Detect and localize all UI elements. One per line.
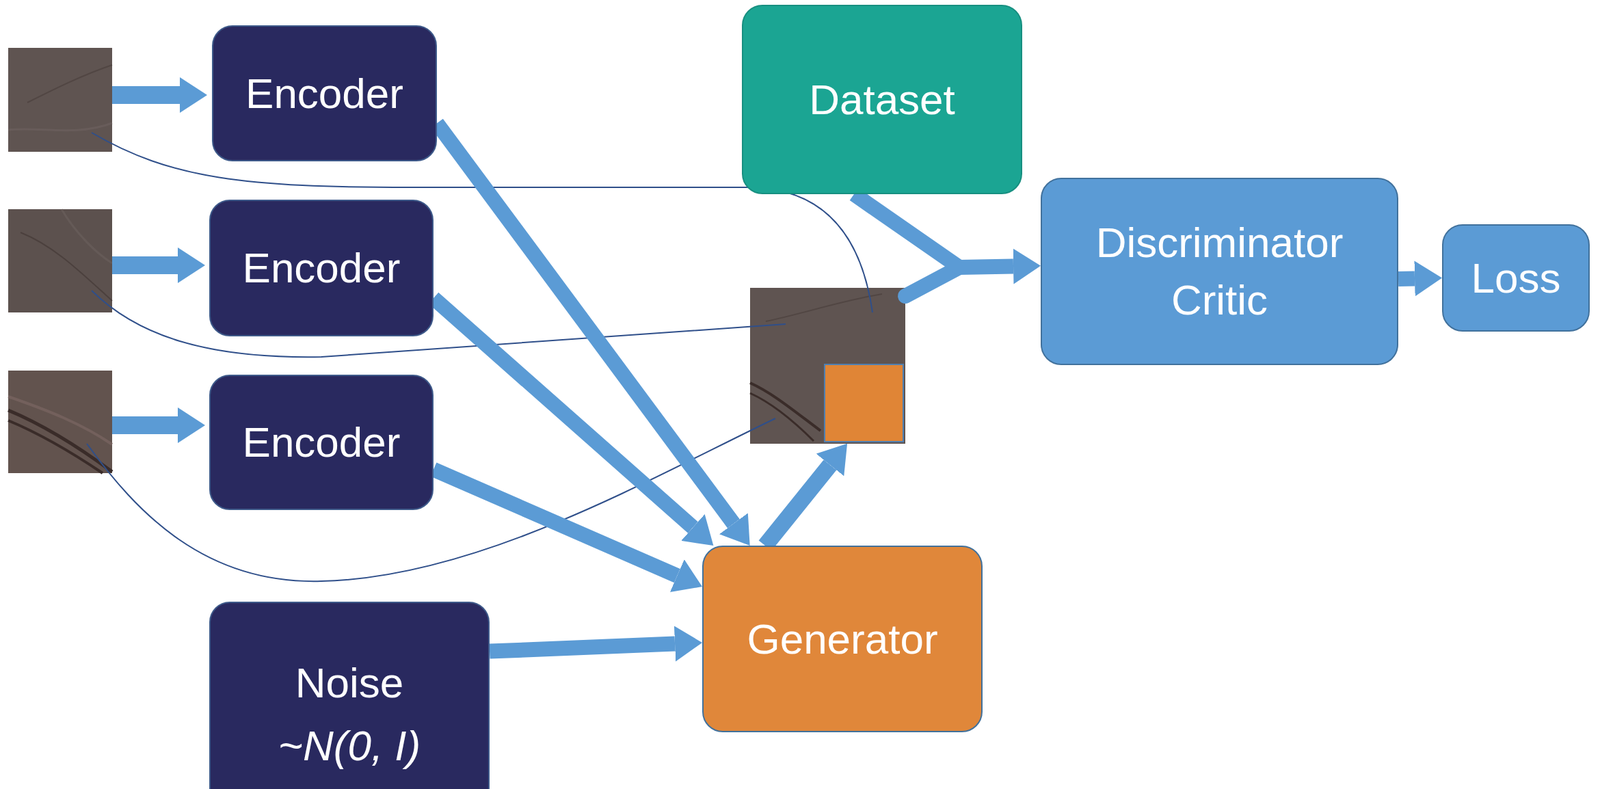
image-streak — [750, 393, 814, 442]
composite-image — [750, 287, 906, 444]
input-arrow — [112, 416, 178, 435]
input-arrow — [112, 256, 178, 275]
input-arrow — [112, 86, 180, 104]
image-streak — [8, 396, 113, 445]
image-tile — [750, 287, 906, 444]
flow-arrow — [854, 194, 1014, 268]
image-streak — [8, 123, 113, 131]
node-label: Encoder — [242, 239, 401, 297]
input-image — [8, 209, 113, 313]
encoder-box: Encoder — [211, 25, 437, 162]
node-label: Discriminator Critic — [1042, 214, 1397, 329]
encoder-box: Encoder — [209, 199, 434, 337]
node-label: Encoder — [245, 64, 404, 123]
flow-arrow — [1398, 270, 1415, 287]
flow-arrow — [433, 469, 677, 576]
noise-box: Noise~N(0, I) — [209, 601, 490, 789]
image-streak — [27, 64, 113, 103]
dataset-box: Dataset — [741, 4, 1023, 195]
encoder-box: Encoder — [209, 374, 434, 511]
node-label: Noise — [295, 654, 405, 712]
node-label: Encoder — [242, 413, 401, 472]
image-streak — [765, 294, 883, 322]
output-arrow — [765, 464, 831, 546]
image-streak — [750, 382, 821, 431]
image-streak — [61, 209, 113, 264]
discriminator-box: Discriminator Critic — [1040, 177, 1399, 366]
flow-arrow — [436, 123, 734, 524]
flow-arrow — [489, 644, 675, 652]
node-label: ~N(0, I) — [278, 717, 421, 775]
node-label: Generator — [746, 610, 938, 669]
loss-box: Loss — [1442, 224, 1590, 332]
merge-line — [905, 267, 960, 297]
node-label: Dataset — [808, 71, 956, 129]
node-label: Loss — [1471, 249, 1562, 308]
generated-patch — [824, 364, 904, 442]
image-streak — [8, 410, 113, 472]
image-streak — [20, 232, 113, 301]
image-tile — [8, 209, 113, 313]
generator-box: Generator — [702, 545, 983, 733]
